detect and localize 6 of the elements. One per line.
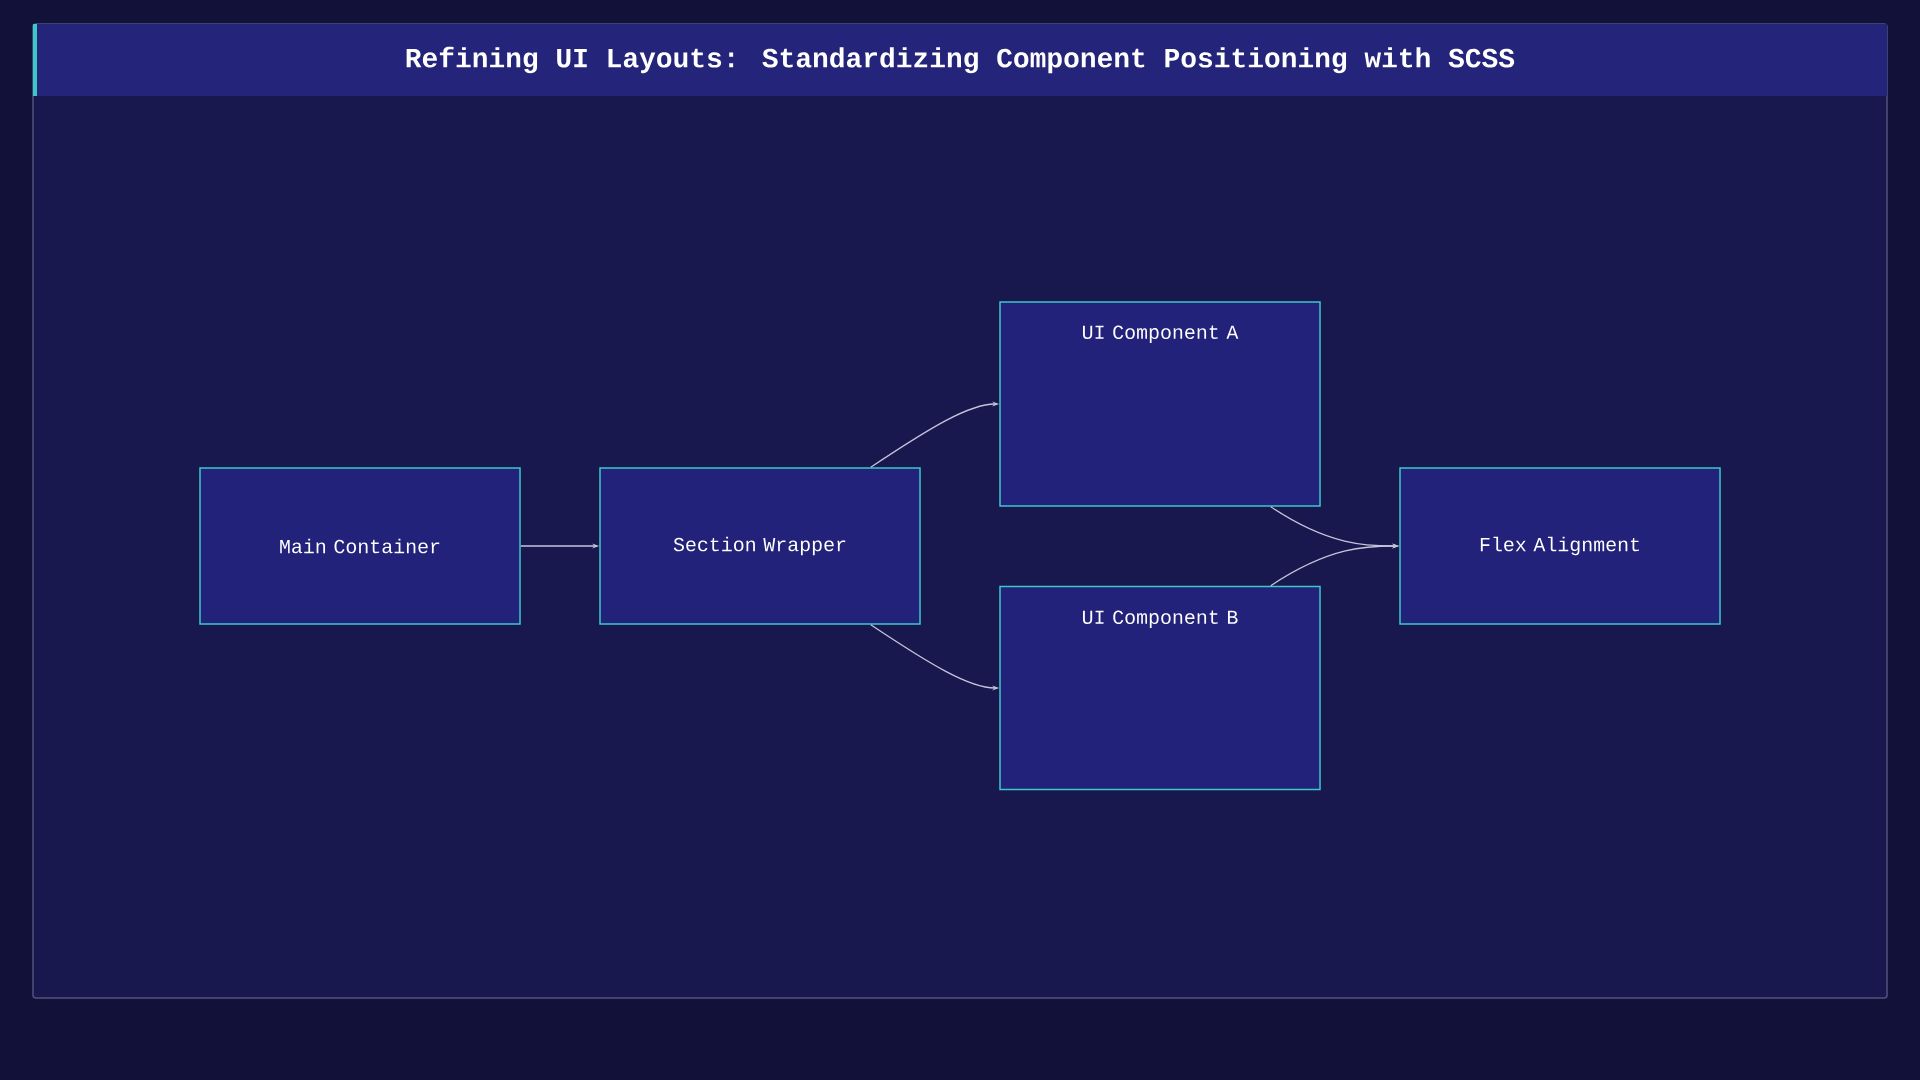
process-box: Section Wrapper — [599, 467, 921, 625]
process-box: UI Component A — [999, 301, 1321, 507]
process-box: Flex Alignment — [1399, 467, 1721, 625]
title-bar: Refining UI Layouts: Standardizing Component Positioning with SCSS — [33, 24, 1887, 96]
process-box: UI Component B — [999, 585, 1321, 791]
process-box: Main Container — [199, 467, 521, 625]
